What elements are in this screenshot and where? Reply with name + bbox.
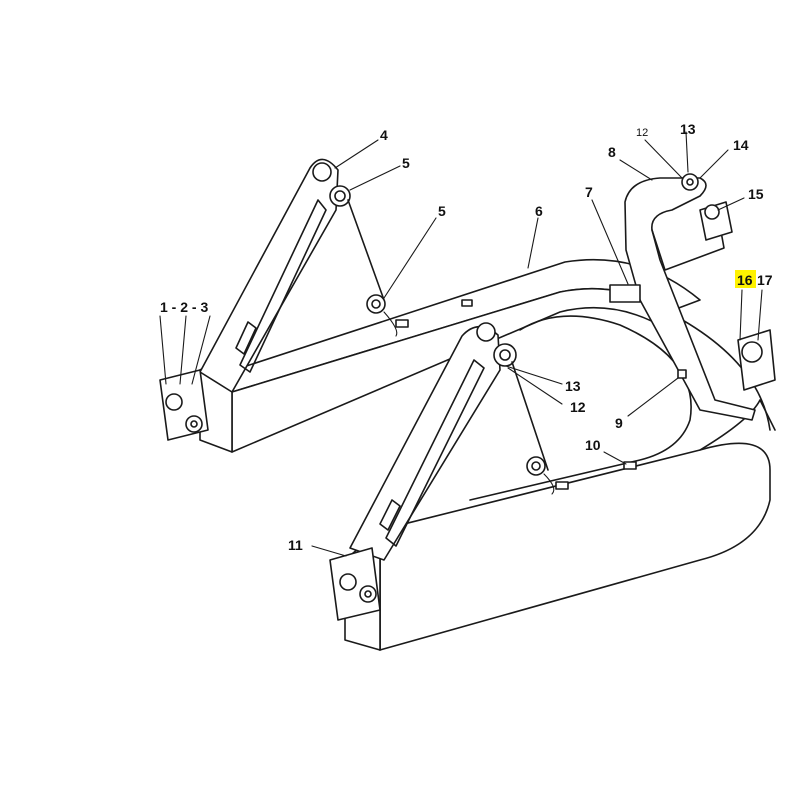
label-14: 14 <box>733 137 749 153</box>
label-7: 7 <box>585 184 593 200</box>
leader-lines <box>159 131 763 557</box>
mast-bracket <box>609 173 776 421</box>
label-5-lower: 5 <box>438 203 446 219</box>
highlight-16 <box>735 270 756 288</box>
label-13-mid: 13 <box>565 378 581 394</box>
label-13-top: 13 <box>680 121 696 137</box>
front-arm <box>349 322 555 561</box>
rear-arm <box>199 158 398 393</box>
label-17: 17 <box>757 272 773 288</box>
label-1-2-3: 1 - 2 - 3 <box>160 299 208 315</box>
u-frame <box>199 258 776 651</box>
label-12-mid: 12 <box>570 399 586 415</box>
label-8: 8 <box>608 144 616 160</box>
rear-clevis <box>159 369 209 441</box>
frame-lugs <box>395 299 687 490</box>
label-15: 15 <box>748 186 764 202</box>
front-clevis <box>329 547 381 621</box>
label-9: 9 <box>615 415 623 431</box>
label-11: 11 <box>288 537 303 553</box>
label-12-top: 12 <box>636 127 648 139</box>
label-16: 16 <box>737 272 753 288</box>
label-6: 6 <box>535 203 543 219</box>
label-4: 4 <box>380 127 388 143</box>
label-5-top: 5 <box>402 155 410 171</box>
part-labels: 4 5 5 6 7 8 12 13 14 15 16 17 1 - 2 - 3 … <box>160 121 773 553</box>
label-10: 10 <box>585 437 601 453</box>
